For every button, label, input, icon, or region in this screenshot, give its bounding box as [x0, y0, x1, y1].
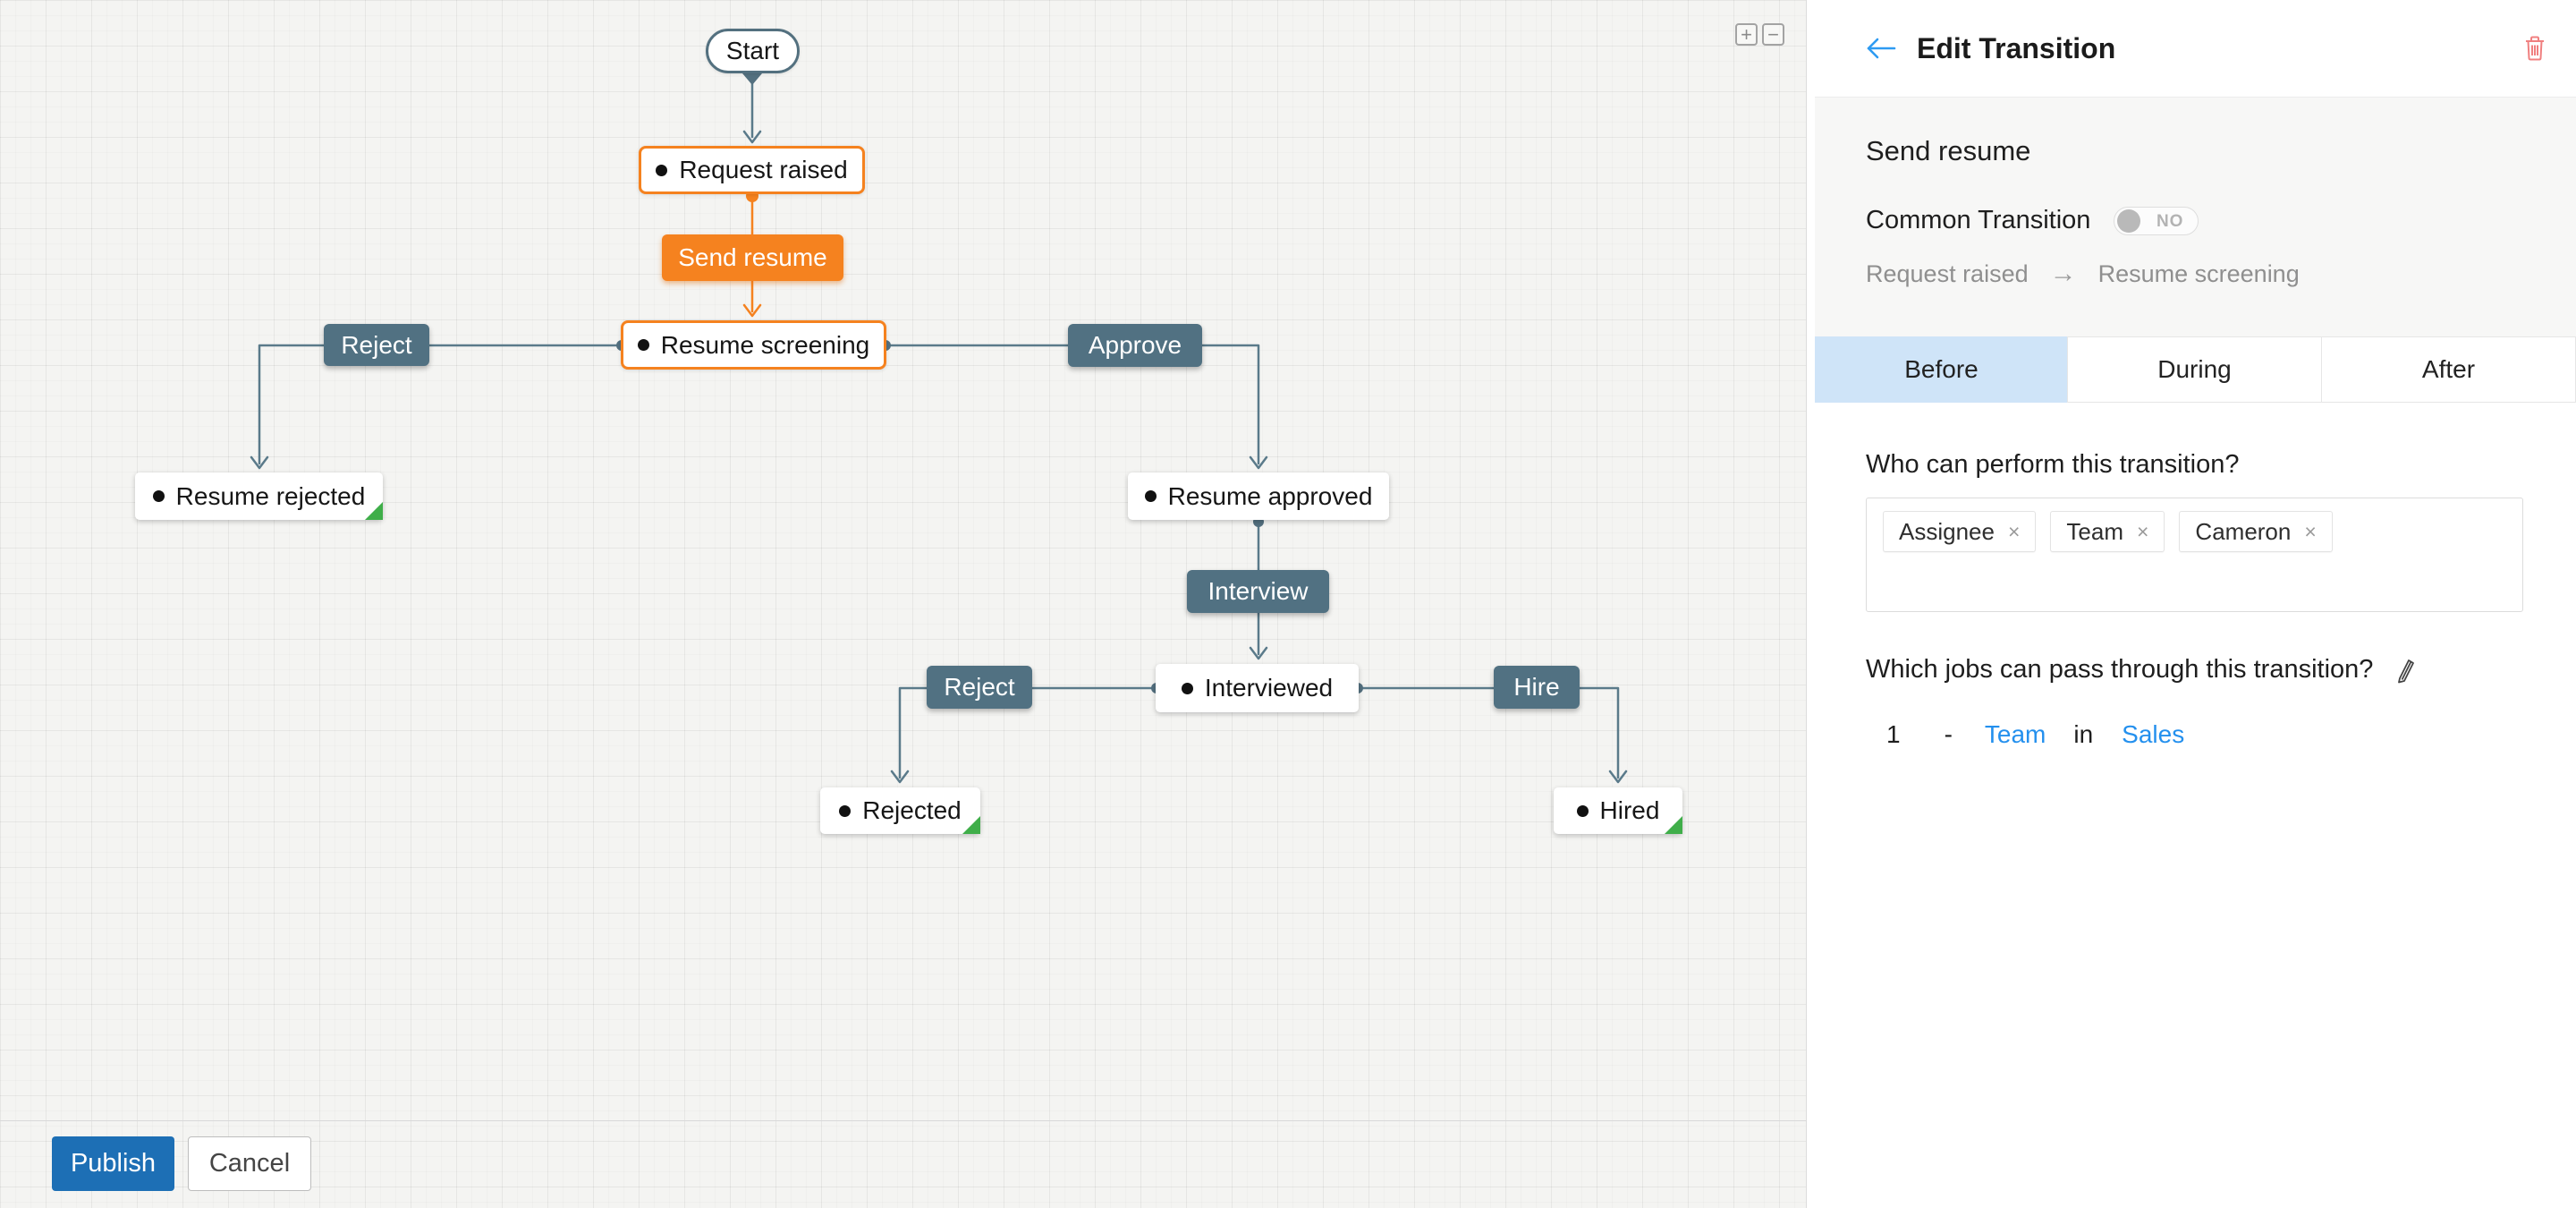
jobs-question: Which jobs can pass through this transit…	[1866, 655, 2374, 684]
node-label: Send resume	[678, 243, 827, 271]
perform-question: Who can perform this transition?	[1866, 450, 2240, 479]
node-rejected[interactable]: Rejected	[820, 787, 980, 834]
node-label: Interviewed	[1204, 674, 1334, 702]
node-resume-screening[interactable]: Resume screening	[621, 320, 886, 370]
performers-input[interactable]: Assignee × Team × Cameron ×	[1866, 498, 2523, 612]
common-transition-toggle[interactable]: NO	[2114, 206, 2199, 235]
node-label: Resume screening	[660, 330, 870, 359]
transition-send-resume[interactable]: Send resume	[662, 234, 843, 281]
state-bullet-icon	[637, 339, 649, 351]
performer-tag[interactable]: Assignee ×	[1883, 511, 2037, 552]
node-resume-rejected[interactable]: Resume rejected	[135, 472, 383, 520]
state-bullet-icon	[1576, 804, 1589, 817]
transition-interview[interactable]: Interview	[1187, 570, 1329, 613]
zoom-in-button[interactable]: +	[1735, 23, 1758, 46]
tag-label: Team	[2066, 517, 2123, 545]
node-label: Start	[725, 37, 780, 64]
transition-reject-screening[interactable]: Reject	[324, 324, 429, 366]
tag-label: Cameron	[2195, 517, 2292, 545]
transition-reject-interview[interactable]: Reject	[927, 666, 1032, 709]
criteria-value-link[interactable]: Sales	[2122, 720, 2185, 748]
from-state-label: Request raised	[1866, 259, 2029, 287]
plus-icon: +	[1741, 22, 1752, 46]
blueprint-canvas[interactable]: Start Request raised Send resume Resume …	[0, 0, 1807, 1208]
tab-after[interactable]: After	[2321, 336, 2576, 403]
back-arrow-icon[interactable]	[1866, 36, 1896, 61]
remove-tag-icon[interactable]: ×	[2304, 519, 2317, 543]
node-label: Rejected	[862, 796, 962, 824]
trash-icon[interactable]	[2525, 36, 2545, 61]
common-transition-label: Common Transition	[1866, 206, 2091, 234]
performer-tag[interactable]: Cameron ×	[2179, 511, 2333, 552]
edit-transition-panel: Edit Transition Send resume Common Trans…	[1815, 0, 2576, 1208]
node-label: Reject	[341, 330, 412, 359]
tab-before[interactable]: Before	[1815, 336, 2068, 403]
criteria-index: 1	[1886, 720, 1901, 748]
criteria-separator: -	[1944, 720, 1953, 748]
tag-label: Assignee	[1899, 517, 1995, 545]
remove-tag-icon[interactable]: ×	[2007, 519, 2021, 543]
tab-during[interactable]: During	[2067, 336, 2322, 403]
node-label: Request raised	[679, 156, 848, 183]
end-state-marker	[962, 816, 980, 834]
remove-tag-icon[interactable]: ×	[2136, 519, 2149, 543]
node-label: Resume approved	[1167, 481, 1373, 510]
node-label: Resume rejected	[175, 481, 366, 510]
zoom-out-button[interactable]: −	[1762, 23, 1784, 46]
toggle-state-label: NO	[2156, 211, 2184, 231]
end-state-marker	[1665, 816, 1682, 834]
node-resume-approved[interactable]: Resume approved	[1128, 472, 1389, 520]
node-label: Reject	[944, 673, 1015, 701]
transition-summary: Send resume Common Transition NO Request…	[1815, 98, 2576, 336]
panel-header: Edit Transition	[1815, 0, 2576, 98]
node-label: Hired	[1599, 796, 1660, 824]
performer-tag[interactable]: Team ×	[2050, 511, 2165, 552]
right-arrow-icon: →	[2049, 259, 2077, 288]
toggle-knob	[2117, 208, 2141, 233]
node-label: Interview	[1208, 577, 1309, 605]
state-bullet-icon	[839, 804, 852, 817]
state-bullet-icon	[1181, 682, 1193, 694]
before-tab-content: Who can perform this transition? Assigne…	[1815, 450, 2576, 749]
edit-criteria-icon[interactable]	[2391, 657, 2416, 684]
canvas-zoom-controls: + −	[1735, 23, 1784, 46]
canvas-footer: Publish Cancel	[0, 1120, 1807, 1208]
end-state-marker	[365, 502, 383, 520]
node-interviewed[interactable]: Interviewed	[1156, 664, 1359, 712]
transition-tabs: Before During After	[1815, 336, 2576, 403]
transition-hire[interactable]: Hire	[1494, 666, 1580, 709]
transition-path: Request raised → Resume screening	[1866, 259, 2525, 289]
transition-approve[interactable]: Approve	[1068, 324, 1202, 367]
flow-connectors	[250, 73, 1628, 784]
node-request-raised[interactable]: Request raised	[639, 146, 865, 194]
node-label: Hire	[1513, 673, 1560, 701]
state-bullet-icon	[656, 164, 668, 176]
to-state-label: Resume screening	[2097, 259, 2300, 287]
criteria-row: 1 - Team in Sales	[1866, 720, 2525, 749]
node-start[interactable]: Start	[706, 29, 800, 73]
publish-button[interactable]: Publish	[52, 1136, 174, 1191]
transition-name: Send resume	[1866, 135, 2031, 166]
criteria-operator: in	[2073, 720, 2094, 748]
node-label: Approve	[1088, 331, 1182, 359]
state-bullet-icon	[1144, 490, 1157, 502]
cancel-button[interactable]: Cancel	[188, 1136, 311, 1191]
criteria-field-link[interactable]: Team	[1984, 720, 2046, 748]
state-bullet-icon	[152, 490, 165, 502]
panel-title: Edit Transition	[1917, 31, 2116, 64]
node-hired[interactable]: Hired	[1554, 787, 1682, 834]
minus-icon: −	[1767, 22, 1779, 46]
